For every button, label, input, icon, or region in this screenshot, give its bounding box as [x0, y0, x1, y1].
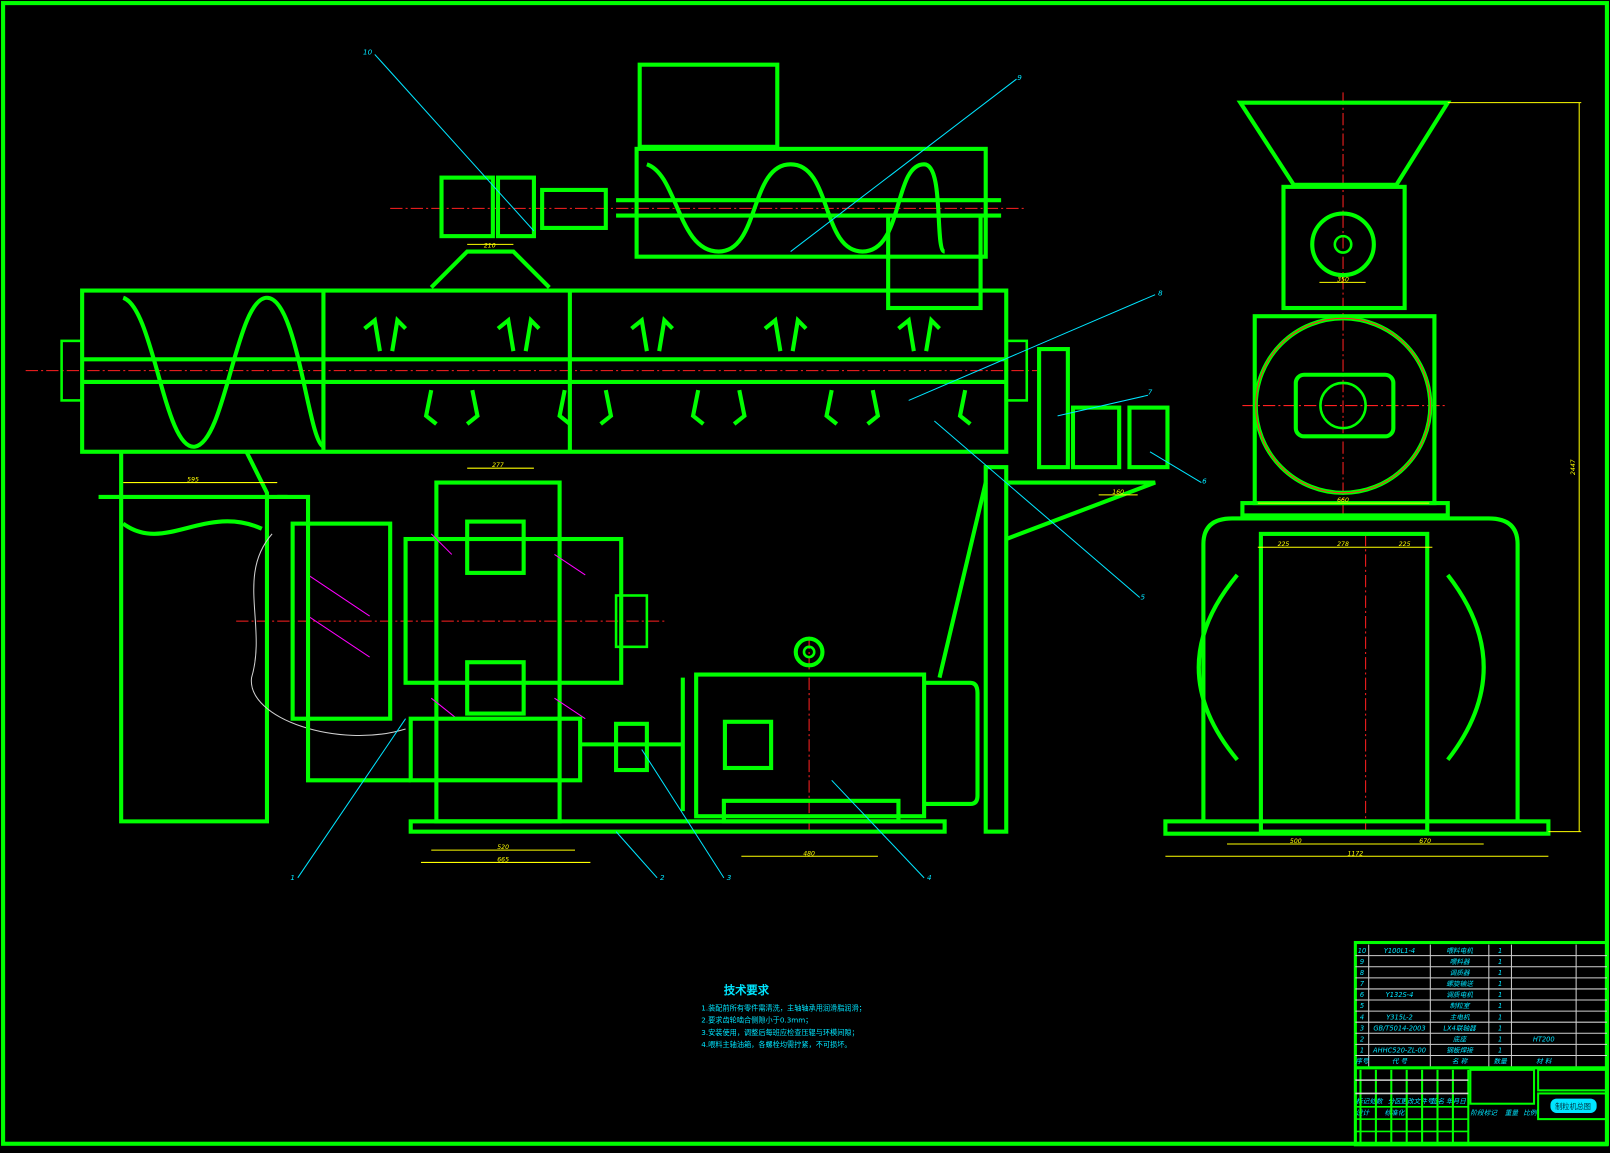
part-balloon: 4	[927, 873, 932, 882]
part-balloon: 2	[660, 873, 665, 882]
tech-req-item: 2.要求齿轮啮合侧隙小于0.3mm；	[701, 1016, 812, 1025]
bom-cell-qty: 1	[1498, 947, 1502, 955]
bom-cell-qty: 1	[1498, 958, 1502, 966]
title-block: 制粒机总图 标记处数分区更改文件号签名年月日设计标准化阶段标记重量比例	[1355, 1066, 1608, 1145]
side-view	[1163, 92, 1551, 836]
part-balloon: 1	[290, 873, 295, 882]
drawing-name: 制粒机总图	[1555, 1102, 1591, 1111]
dimension-text: 595	[187, 477, 199, 484]
dimension-text: 670	[1419, 838, 1431, 845]
dimension-text: 660	[1337, 497, 1349, 504]
bom-header-material: 材 料	[1536, 1058, 1552, 1066]
part-balloon: 5	[1141, 593, 1146, 602]
bom-cell-qty: 1	[1498, 1035, 1502, 1043]
part-balloons: 1 2 3 4 5 6 7 8 9 10	[290, 47, 1207, 881]
bom-cell-name: 喂料器	[1450, 958, 1471, 966]
bom-cell-name: 螺旋输送	[1446, 980, 1474, 988]
title-block-label: 比例	[1523, 1109, 1538, 1117]
title-block-label: 分区	[1388, 1098, 1403, 1106]
title-block-label: 更改文件号	[1400, 1098, 1434, 1106]
bom-cell-name: LX4联轴器	[1443, 1024, 1477, 1032]
bom-cell-name: 调质器	[1450, 969, 1471, 977]
dimension-text: 665	[497, 856, 509, 863]
bom-cell-name: 底座	[1453, 1035, 1468, 1043]
bom-cell-code: Y132S-4	[1386, 991, 1414, 999]
bom-cell-no: 5	[1360, 1002, 1364, 1010]
bom-cell-no: 6	[1360, 991, 1364, 999]
title-block-label: 标记	[1356, 1098, 1371, 1106]
bom-cell-no: 8	[1360, 969, 1364, 977]
dimension-text: 2447	[1570, 459, 1577, 475]
bom-cell-name: 制粒室	[1450, 1002, 1471, 1010]
dimension-text: 160	[1112, 489, 1124, 496]
bom-cell-qty: 1	[1498, 969, 1502, 977]
dimension-text: 278	[1337, 541, 1349, 548]
part-balloon: 6	[1202, 477, 1207, 486]
dimension-text: 210	[484, 242, 496, 249]
bom-header-qty: 数量	[1493, 1058, 1508, 1066]
bom-cell-name: 主电机	[1450, 1013, 1470, 1021]
part-balloon: 10	[363, 47, 373, 56]
bom-table: 10 Y100L1-4 喂料电机 1 9 喂料器 1 8 调质器 1 7 螺旋输送 1 6 Y132S-4 调…	[1353, 940, 1609, 1147]
bom-cell-qty: 1	[1498, 1047, 1502, 1055]
title-block-label: 年月日	[1446, 1098, 1466, 1106]
dimension-text: 480	[803, 850, 815, 857]
bom-cell-no: 10	[1358, 947, 1366, 955]
bom-cell-no: 1	[1360, 1047, 1364, 1055]
bom-cell-code: AHHC520-ZL-00	[1372, 1047, 1426, 1055]
front-view	[25, 62, 1170, 834]
title-block-label: 重量	[1505, 1109, 1520, 1117]
technical-requirements: 技术要求 1.装配前所有零件需清洗，主轴轴承用润滑脂润滑； 2.要求齿轮啮合侧隙…	[701, 983, 866, 1049]
dimension-text: 277	[492, 462, 504, 469]
leader-lines	[297, 54, 1202, 879]
part-balloon: 3	[727, 873, 732, 882]
bom-cell-material: HT200	[1533, 1035, 1555, 1043]
dimension-text: 500	[1290, 838, 1302, 845]
part-balloon: 8	[1158, 289, 1163, 298]
title-block-label: 设计	[1356, 1109, 1371, 1117]
bom-cell-name: 喂料电机	[1446, 947, 1473, 955]
bom-cell-no: 4	[1360, 1013, 1364, 1021]
bom-cell-code: GB/T5014-2003	[1373, 1024, 1425, 1032]
tech-req-title: 技术要求	[724, 983, 770, 997]
bom-cell-code: Y315L-2	[1386, 1013, 1413, 1021]
bom-cell-qty: 1	[1498, 980, 1502, 988]
dimension-text: 350	[1337, 276, 1349, 283]
bom-cell-no: 9	[1360, 958, 1364, 966]
dimension-lines	[123, 102, 1582, 863]
bom-cell-code: Y100L1-4	[1384, 947, 1415, 955]
bom-header-no: 序号	[1355, 1058, 1369, 1066]
dimension-text: 1172	[1348, 850, 1364, 857]
tech-req-item: 3.安装使用，调整后每班应检查压辊与环模间隙；	[701, 1028, 858, 1037]
tech-req-item: 4.喂料主轴油箱，各螺栓均需拧紧，不可损坏。	[701, 1040, 851, 1049]
bom-cell-no: 2	[1360, 1035, 1364, 1043]
bom-header-name: 名 称	[1452, 1058, 1469, 1066]
bom-header-code: 代 号	[1392, 1058, 1408, 1066]
paddles	[363, 316, 972, 426]
bom-cell-qty: 1	[1498, 991, 1502, 999]
bom-cell-name: 钢板焊接	[1446, 1047, 1474, 1055]
part-balloon: 7	[1148, 387, 1153, 396]
bom-cell-qty: 1	[1498, 1002, 1502, 1010]
bom-cell-no: 3	[1360, 1024, 1364, 1032]
bom-cell-qty: 1	[1498, 1013, 1502, 1021]
bom-cell-name: 调质电机	[1446, 991, 1473, 999]
title-block-label: 阶段标记	[1470, 1109, 1498, 1117]
bom-cell-qty: 1	[1498, 1024, 1502, 1032]
dimension-text: 225	[1399, 541, 1411, 548]
dimension-text: 520	[497, 844, 509, 851]
dimension-texts: 210 277 595 160 520 665 480 350 660 225 278 225 500 6…	[187, 242, 1577, 863]
part-balloon: 9	[1017, 73, 1022, 82]
bom-cell-no: 7	[1360, 980, 1365, 988]
dimension-text: 225	[1278, 541, 1290, 548]
title-block-label: 标准化	[1384, 1109, 1405, 1117]
tech-req-item: 1.装配前所有零件需清洗，主轴轴承用润滑脂润滑；	[701, 1003, 866, 1012]
